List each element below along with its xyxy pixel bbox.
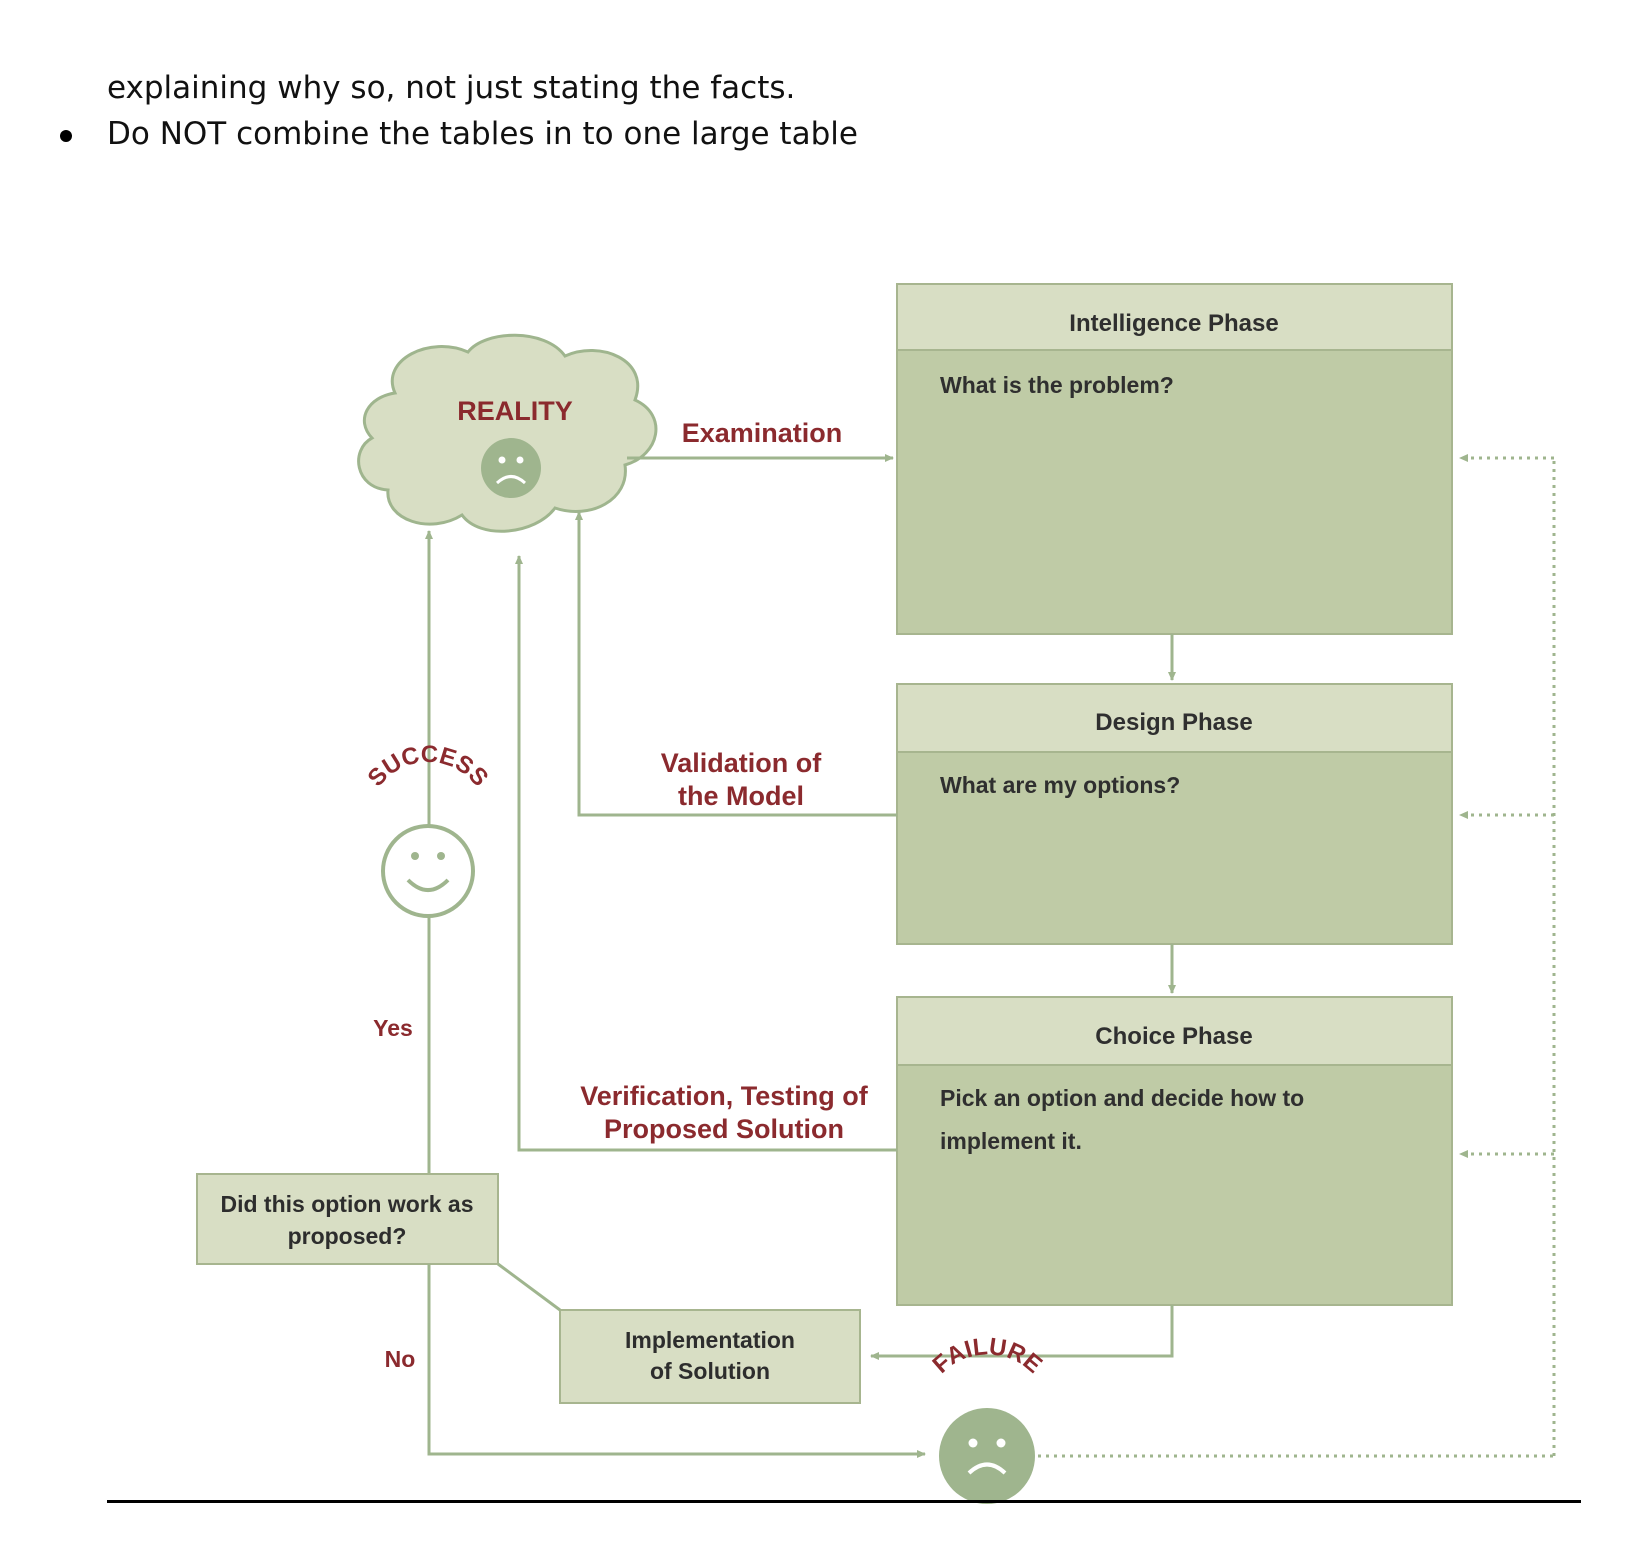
arrow-verification [515, 555, 897, 1152]
phase-question: What is the problem? [940, 372, 1174, 398]
verification-label-line2: Proposed Solution [604, 1114, 844, 1144]
verification-label-line1: Verification, Testing of [580, 1081, 869, 1111]
arrow-validation [575, 511, 897, 817]
line-implementation-to-question [497, 1262, 561, 1312]
failure-feedback-loop [1038, 454, 1556, 1458]
phase-box-intelligence: Intelligence Phase What is the problem? [896, 283, 1453, 635]
examination-label: Examination [682, 418, 843, 448]
intro-line-2: Do NOT combine the tables in to one larg… [107, 116, 858, 152]
implementation-line2: of Solution [650, 1358, 770, 1384]
bullet-dot [60, 130, 72, 142]
phase-title: Intelligence Phase [1069, 310, 1278, 337]
phase-title: Design Phase [1095, 709, 1252, 736]
phase-question-line2: implement it. [940, 1128, 1082, 1154]
horizontal-rule [107, 1500, 1581, 1503]
phase-title: Choice Phase [1095, 1023, 1252, 1050]
implementation-box: Implementation of Solution [559, 1309, 861, 1404]
no-label: No [385, 1346, 416, 1372]
phase-box-design: Design Phase What are my options? [896, 683, 1453, 945]
reality-label: REALITY [457, 396, 573, 426]
reality-cloud: REALITY [357, 333, 658, 533]
yes-label: Yes [373, 1015, 413, 1041]
failure-face-icon [939, 1408, 1035, 1504]
validation-label-line2: the Model [678, 781, 804, 811]
arrow-no-to-failure [427, 1264, 926, 1458]
arrow-choice-to-implementation [870, 1305, 1174, 1360]
question-box: Did this option work as proposed? [196, 1173, 499, 1265]
phase-question: What are my options? [940, 772, 1180, 798]
validation-label-line1: Validation of [661, 748, 823, 778]
implementation-line1: Implementation [625, 1327, 795, 1353]
happy-face-icon [381, 824, 475, 918]
intro-line-1: explaining why so, not just stating the … [107, 70, 796, 106]
sad-face-icon [481, 438, 541, 498]
phase-question-line1: Pick an option and decide how to [940, 1085, 1304, 1111]
cloud-shape [357, 333, 658, 533]
question-line2: proposed? [288, 1223, 407, 1249]
question-line1: Did this option work as [220, 1191, 473, 1217]
phase-box-choice: Choice Phase Pick an option and decide h… [896, 996, 1453, 1306]
